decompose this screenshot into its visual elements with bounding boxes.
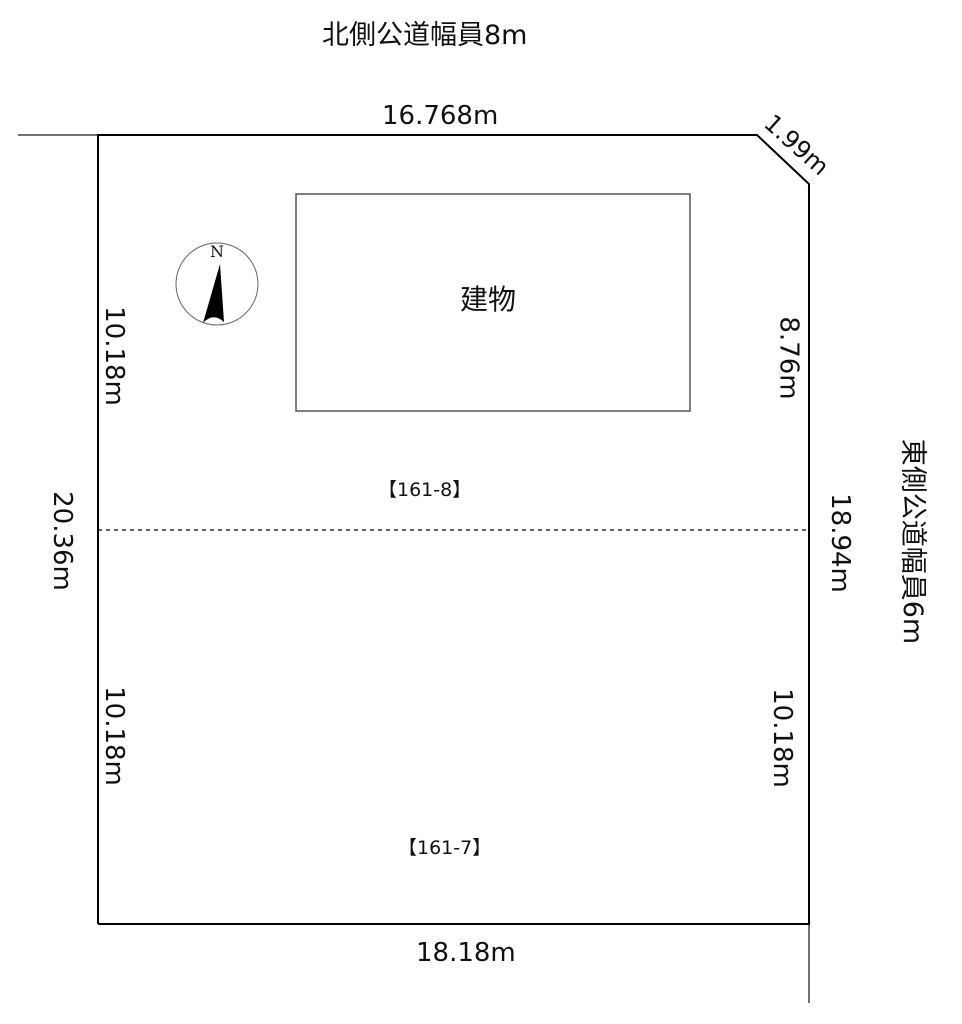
dimension-bottom: 18.18m <box>416 938 516 968</box>
north-compass-icon <box>175 242 259 326</box>
dimension-right-total: 18.94m <box>824 493 855 593</box>
lot-label-upper: 【161-8】 <box>378 479 472 501</box>
lot-boundary <box>97 134 810 925</box>
dimension-left-lower: 10.18m <box>98 686 129 786</box>
dimension-top: 16.768m <box>382 101 499 131</box>
lot-label-lower: 【161-7】 <box>398 837 492 859</box>
east-road-label: 東側公道幅員6m <box>897 438 929 645</box>
building-outline <box>295 193 691 412</box>
dimension-left-total: 20.36m <box>46 491 77 591</box>
building-label: 建物 <box>460 283 517 316</box>
north-road-label: 北側公道幅員8m <box>322 20 528 51</box>
dimension-right-upper: 8.76m <box>773 316 804 400</box>
compass-north-label: N <box>210 242 224 261</box>
dimension-right-lower: 10.18m <box>766 688 797 788</box>
dimension-left-upper: 10.18m <box>98 306 129 406</box>
